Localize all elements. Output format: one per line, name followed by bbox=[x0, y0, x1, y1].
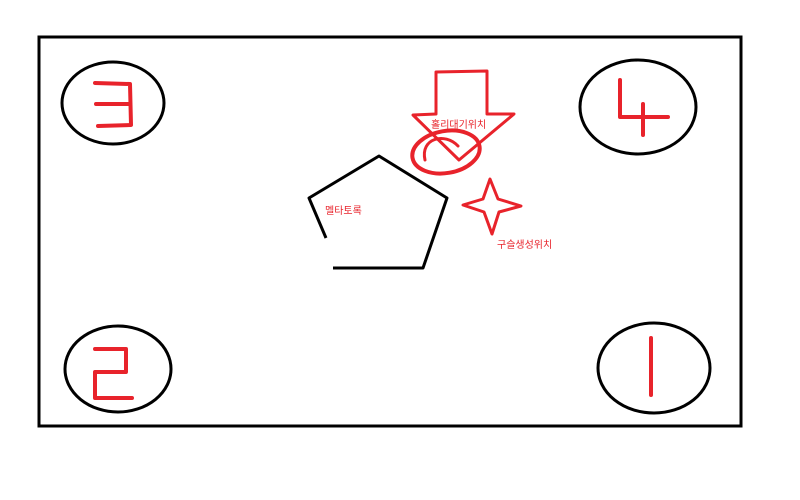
corner-marker-2 bbox=[63, 324, 173, 414]
down-arrow-icon bbox=[411, 69, 516, 162]
hall-waiting-marker bbox=[410, 69, 516, 176]
orb-spawn-label: 구슬생성위치 bbox=[497, 238, 552, 251]
corner-marker-3-circle bbox=[60, 60, 166, 146]
digit-3-glyph bbox=[93, 81, 133, 128]
corner-marker-4-circle bbox=[578, 58, 698, 156]
boss-pentagon bbox=[307, 154, 449, 270]
corner-marker-2-circle bbox=[63, 324, 173, 414]
corner-marker-4 bbox=[578, 58, 698, 156]
boss-label: 멜타토록 bbox=[325, 205, 362, 217]
four-point-star-icon bbox=[461, 177, 523, 236]
digit-2-glyph bbox=[93, 347, 134, 400]
hall-waiting-circle bbox=[410, 128, 482, 176]
corner-marker-1-circle bbox=[596, 321, 712, 415]
digit-4-glyph bbox=[618, 78, 670, 137]
corner-marker-1 bbox=[596, 321, 712, 415]
hall-waiting-label: 홀리대기위치 bbox=[431, 118, 486, 131]
hall-waiting-scribble bbox=[422, 137, 460, 162]
corner-marker-3 bbox=[60, 60, 166, 146]
arena-boundary bbox=[37, 35, 743, 428]
